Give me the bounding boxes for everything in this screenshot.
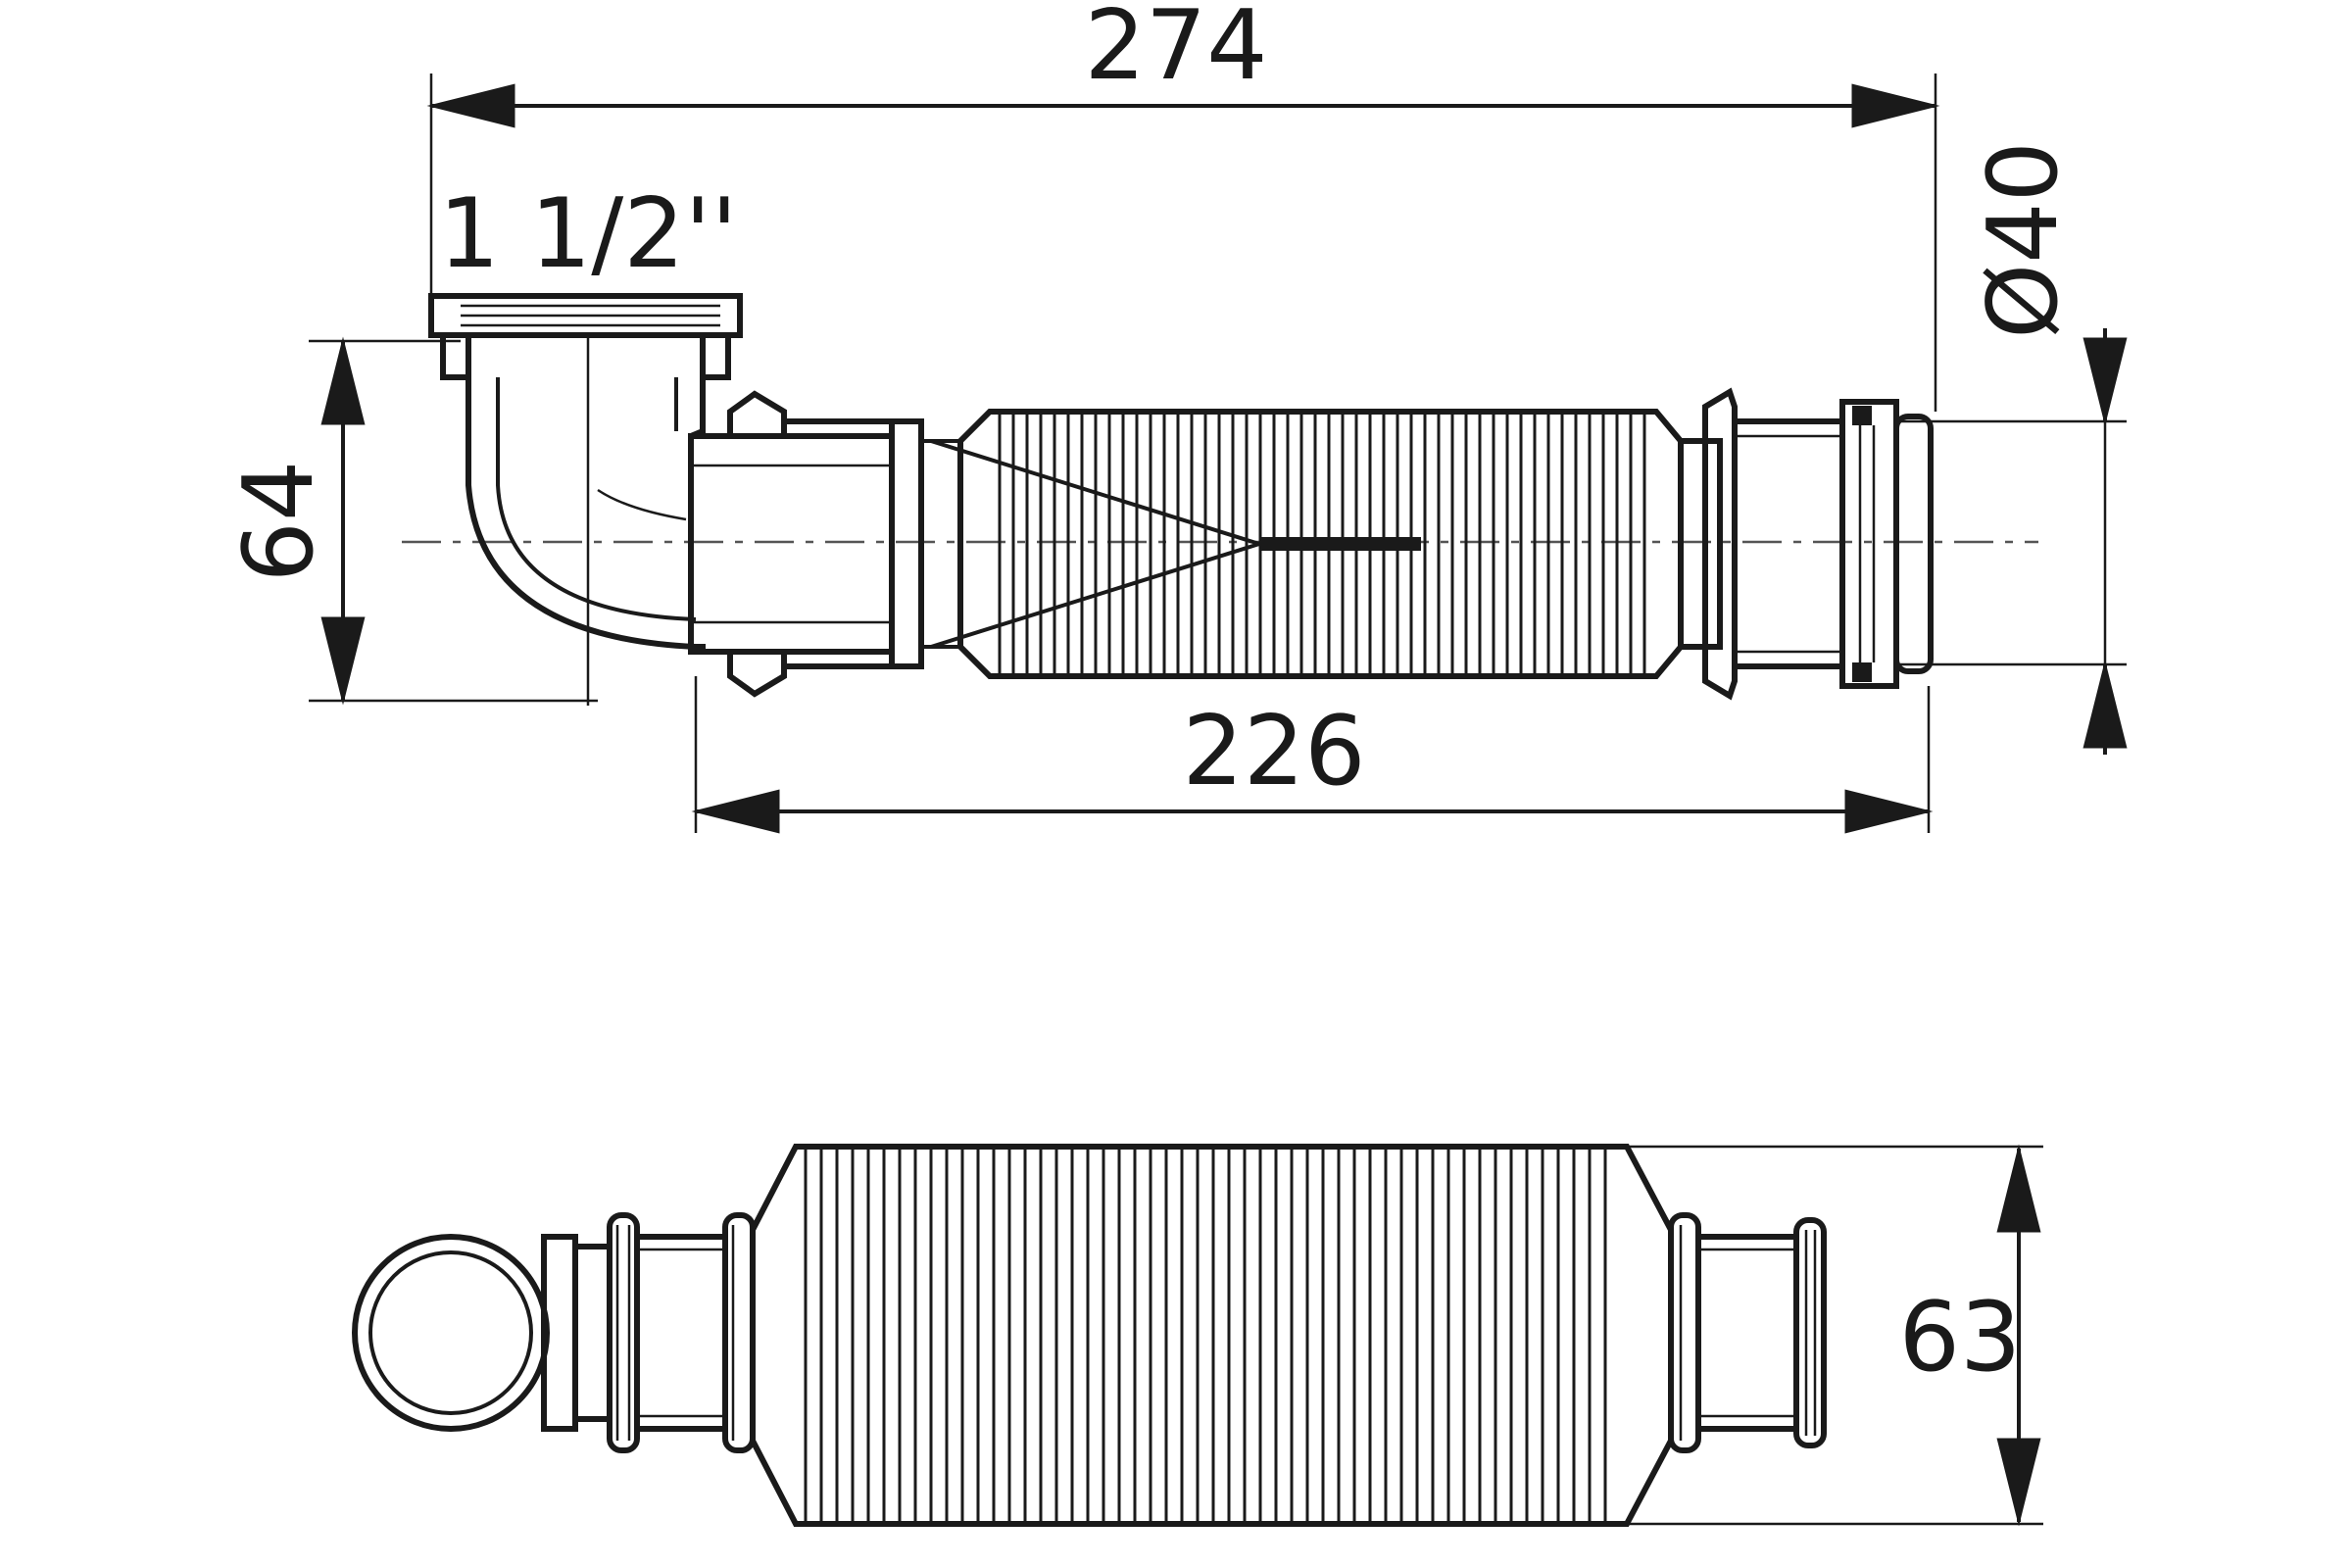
- left-fittings: [541, 1212, 756, 1453]
- dim-label-thread: 1 1/2'': [438, 178, 737, 290]
- round-outlet: [352, 1234, 550, 1432]
- side-view: 274 1 1/2'' 64 Ø40 226: [223, 0, 2128, 834]
- dim-label-64: 64: [223, 461, 335, 583]
- dim-label-274: 274: [1084, 0, 1267, 102]
- threaded-cap: [428, 293, 743, 380]
- elbow-fitting: [466, 335, 706, 706]
- dim-label-63: 63: [1899, 1282, 2022, 1394]
- corrugated-hose-side: [930, 409, 1684, 679]
- dim-label-226: 226: [1182, 696, 1365, 808]
- top-view: 63: [352, 1144, 2043, 1527]
- corrugated-hose-top: [750, 1144, 1674, 1527]
- dim-label-diameter: Ø40: [1968, 141, 2080, 339]
- connector-sleeve: [889, 418, 962, 669]
- outlet-spigot: [1678, 387, 1934, 701]
- union-nut: [688, 390, 895, 698]
- right-fittings: [1668, 1212, 1827, 1453]
